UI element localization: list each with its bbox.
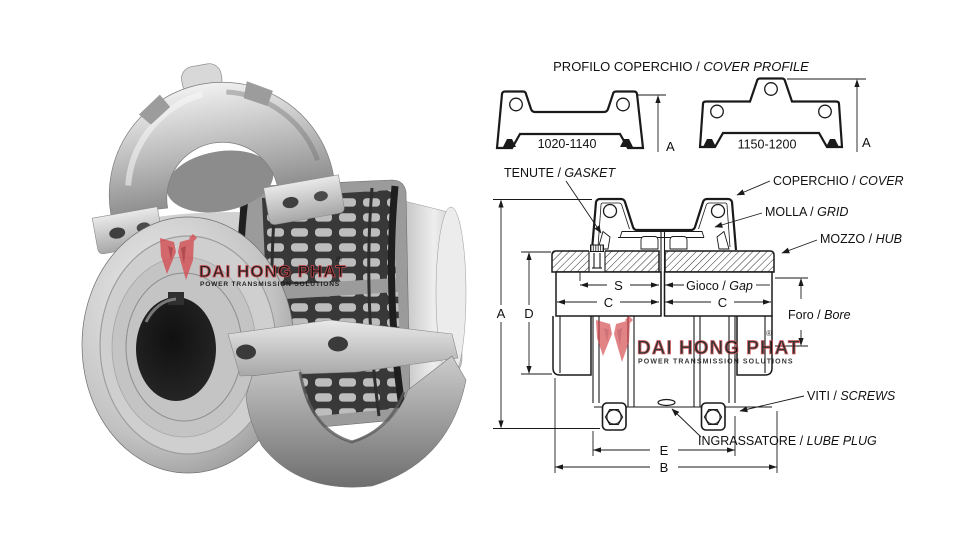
dim-A-profile-right: A [862, 135, 871, 150]
gasket-seal-mark [703, 139, 716, 147]
dim-A: A [497, 306, 506, 321]
seal-ring-right [387, 185, 407, 415]
keyway [168, 292, 184, 305]
profile-range-label: 1020-1140 [538, 137, 597, 151]
set-screw [588, 244, 606, 273]
bolt-right [700, 402, 726, 431]
label-bore: Foro / Bore [788, 308, 851, 322]
cover-profile-large: 1150-1200 A [698, 77, 871, 152]
bolt-hole [282, 196, 299, 209]
dim-S: S [614, 278, 623, 293]
grid-element [618, 231, 705, 250]
hub-rims [551, 244, 775, 273]
cover-profile-small: 1020-1140 A [495, 90, 675, 154]
dim-C-left: C [604, 295, 613, 310]
registered-mark: ® [766, 329, 772, 338]
left-hub-ring [81, 216, 295, 474]
profile-bolt-hole [710, 104, 724, 119]
lower-cover-half [227, 319, 467, 488]
profile-bolt-hole [818, 104, 832, 119]
label-cover: COPERCHIO / COVER [773, 174, 904, 188]
label-screws: VITI / SCREWS [807, 389, 896, 403]
watermark-brand: DAI HONG PHAT [199, 262, 347, 281]
brand-logo [596, 316, 633, 362]
dim-C-right: C [718, 295, 727, 310]
technical-drawing: PROFILO COPERCHIO / COVER PROFILE 1020-1… [493, 59, 904, 475]
watermark-brand: DAI HONG PHAT [637, 338, 801, 359]
profile-bolt-hole [764, 82, 778, 96]
coupling-section-view: A D S C [493, 166, 904, 475]
hub-body-right [663, 271, 773, 317]
bolt-hole [328, 336, 348, 352]
hub-barrel-right [736, 316, 773, 376]
section-title: PROFILO COPERCHIO / COVER PROFILE [553, 59, 809, 74]
gasket-seal-mark [503, 139, 516, 147]
registered-mark: ® [336, 255, 342, 264]
watermark-drawing: DAI HONG PHAT ® POWER TRANSMISSION SOLUT… [596, 316, 801, 366]
profile-range-label: 1150-1200 [738, 138, 797, 152]
label-hub: MOZZO / HUB [820, 232, 902, 246]
profile-bolt-hole [616, 97, 630, 112]
gasket-wedge-right [716, 230, 730, 250]
bolt-hole [313, 191, 328, 202]
label-grid: MOLLA / GRID [765, 205, 848, 219]
hub-body-left [555, 271, 662, 317]
lube-plug [657, 398, 676, 407]
cover-legs [592, 316, 736, 407]
label-lube-plug: INGRASSATORE / LUBE PLUG [698, 434, 877, 448]
dim-B: B [660, 460, 669, 475]
watermark-photo: DAI HONG PHAT ® POWER TRANSMISSION SOLUT… [160, 234, 347, 288]
cover-outline [590, 197, 738, 251]
cover-flange-right [263, 174, 345, 225]
brand-logo [160, 234, 197, 280]
bolt-left [601, 402, 627, 431]
watermark-tagline: POWER TRANSMISSION SOLUTIONS [200, 281, 340, 288]
cover-profile-section: PROFILO COPERCHIO / COVER PROFILE 1020-1… [495, 59, 871, 154]
label-gap: Gioco / Gap [686, 279, 753, 293]
bolt-hole [236, 344, 256, 360]
bore [136, 297, 216, 401]
coupling-photo: DAI HONG PHAT ® POWER TRANSMISSION SOLUT… [81, 63, 467, 488]
callouts: TENUTE / GASKET COPERCHIO / COVER MOLLA … [504, 166, 904, 448]
profile-bolt-hole [509, 97, 523, 112]
dim-D: D [524, 306, 533, 321]
cover-inner-contour [597, 202, 731, 248]
cover-bolt-hole [710, 203, 726, 219]
bolt-hole [109, 227, 126, 239]
gasket-seal-mark [620, 139, 633, 147]
hub-barrel-left [552, 316, 592, 376]
dim-E: E [660, 443, 669, 458]
cover-bolt-hole [602, 203, 618, 219]
label-gasket: TENUTE / GASKET [504, 166, 616, 180]
dim-A-profile-left: A [666, 139, 675, 154]
watermark-tagline: POWER TRANSMISSION SOLUTIONS [638, 359, 794, 366]
dimension-lines: A D S C [493, 199, 851, 475]
gasket-seal-mark [826, 139, 839, 147]
